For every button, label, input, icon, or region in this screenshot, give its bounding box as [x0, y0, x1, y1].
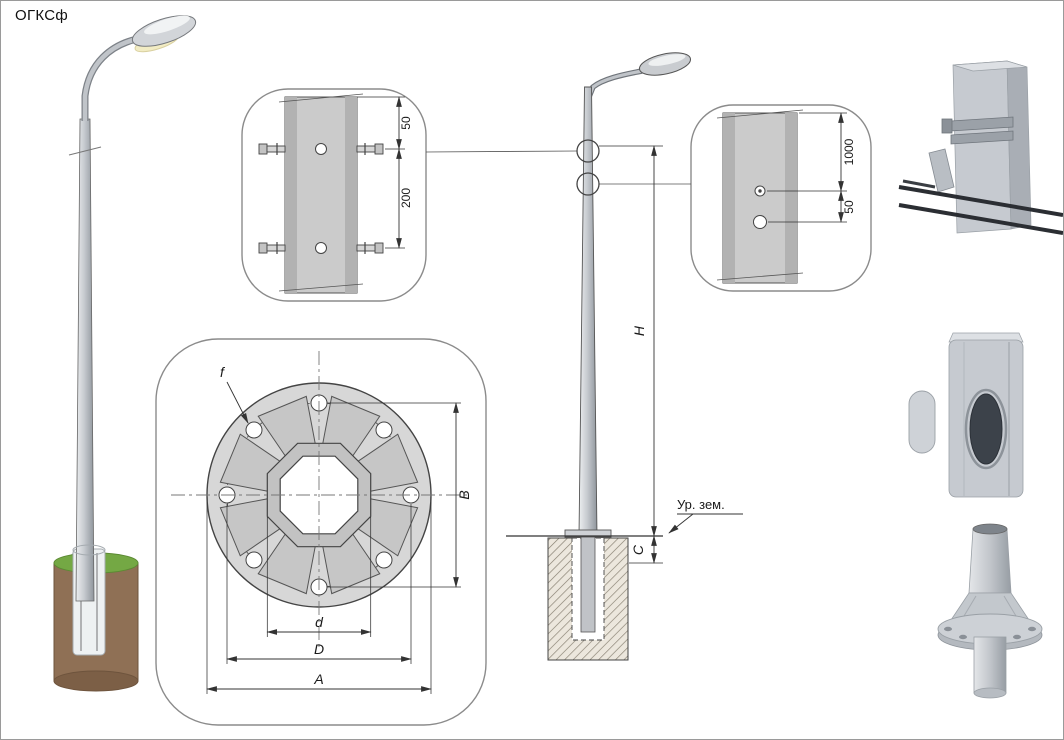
bolt-hole	[315, 143, 327, 155]
band-clamp-lower	[950, 130, 1014, 145]
strip-edge-shade	[785, 113, 797, 283]
dim-text-1000: 1000	[842, 138, 856, 165]
pole-break-mark	[68, 146, 102, 156]
flange-bolt-hole	[375, 421, 393, 439]
cable-hole	[753, 215, 767, 229]
sleeve-rim	[72, 544, 106, 556]
hole-label-f: f	[220, 364, 226, 380]
leader-line-f	[226, 381, 249, 424]
pole-shaft	[578, 86, 598, 537]
detail-marker-lower	[576, 172, 600, 196]
dim-text-A: A	[313, 671, 323, 687]
dim-text-50: 50	[842, 200, 856, 214]
lamp-arm	[587, 69, 643, 98]
bolt-hole	[315, 242, 327, 254]
flange-plan-view: f B d D A	[155, 338, 487, 726]
tube-open-top	[972, 523, 1008, 535]
drawing-title: ОГКСф	[15, 7, 69, 24]
clamp-bolt-block	[941, 118, 953, 134]
plate-bolt-hole	[959, 634, 967, 640]
pole-elevation-view: H C Ур. зем.	[425, 52, 743, 661]
pole-prism-front	[952, 60, 1012, 234]
lamp-head-highlight	[144, 15, 190, 35]
door-cover	[908, 390, 936, 454]
break-line	[278, 93, 364, 103]
dim-text-C: C	[630, 544, 646, 555]
base-flange-plate	[564, 529, 612, 538]
lamp-head-highlight	[648, 54, 686, 66]
plate-bolt-hole	[944, 626, 952, 632]
break-line	[278, 283, 364, 292]
dim-text-B: B	[456, 490, 472, 499]
pole-embedded-section	[580, 535, 596, 633]
break-line	[716, 109, 804, 119]
plate-bolt-hole	[1013, 634, 1021, 640]
flange-3d-render	[937, 523, 1043, 699]
cable-stub	[902, 179, 936, 189]
strip-edge-shade	[285, 97, 297, 293]
dim-text-50: 50	[399, 116, 413, 130]
lamp-arm	[82, 36, 138, 121]
cable-upper	[898, 185, 1063, 217]
dim-text-200: 200	[399, 188, 413, 208]
lower-tube-bottom	[973, 687, 1007, 699]
dim-text-H: H	[631, 325, 647, 336]
callout-connector-left	[425, 150, 578, 153]
bracket-3d-render	[898, 60, 1063, 235]
pole-prism-top	[952, 60, 1028, 72]
door-opening-rim	[964, 388, 1008, 470]
dim-text-d: d	[315, 614, 324, 630]
flange-bolt-hole	[245, 551, 263, 569]
lower-tube	[973, 636, 1007, 694]
strip-edge-shade	[345, 97, 357, 293]
ground-level-label: Ур. зем.	[677, 497, 725, 512]
foundation-bottom	[53, 670, 139, 692]
grounding-hole-dot	[758, 189, 762, 193]
break-line	[716, 272, 804, 281]
door-opening	[969, 393, 1003, 465]
flange-bolt-hole	[245, 421, 263, 439]
wedge-clamp	[928, 148, 955, 193]
pole-prism-side	[1006, 60, 1032, 230]
flange-bolt-hole	[375, 551, 393, 569]
plate-bolt-hole	[1028, 626, 1036, 632]
pole-section-strip	[722, 112, 798, 284]
strip-edge-shade	[723, 113, 735, 283]
dim-text-D: D	[314, 641, 324, 657]
detail-marker-upper	[576, 139, 600, 163]
ground-leader-arrow	[668, 513, 694, 534]
upper-tube	[968, 528, 1012, 594]
detail-top-view: 50 200	[241, 88, 427, 302]
pole-3d-render	[53, 15, 197, 692]
pole-shaft-3d	[75, 118, 95, 602]
door-3d-render	[908, 332, 1024, 498]
cable-lower	[898, 203, 1063, 235]
detail-right-view: 1000 50	[690, 104, 872, 292]
